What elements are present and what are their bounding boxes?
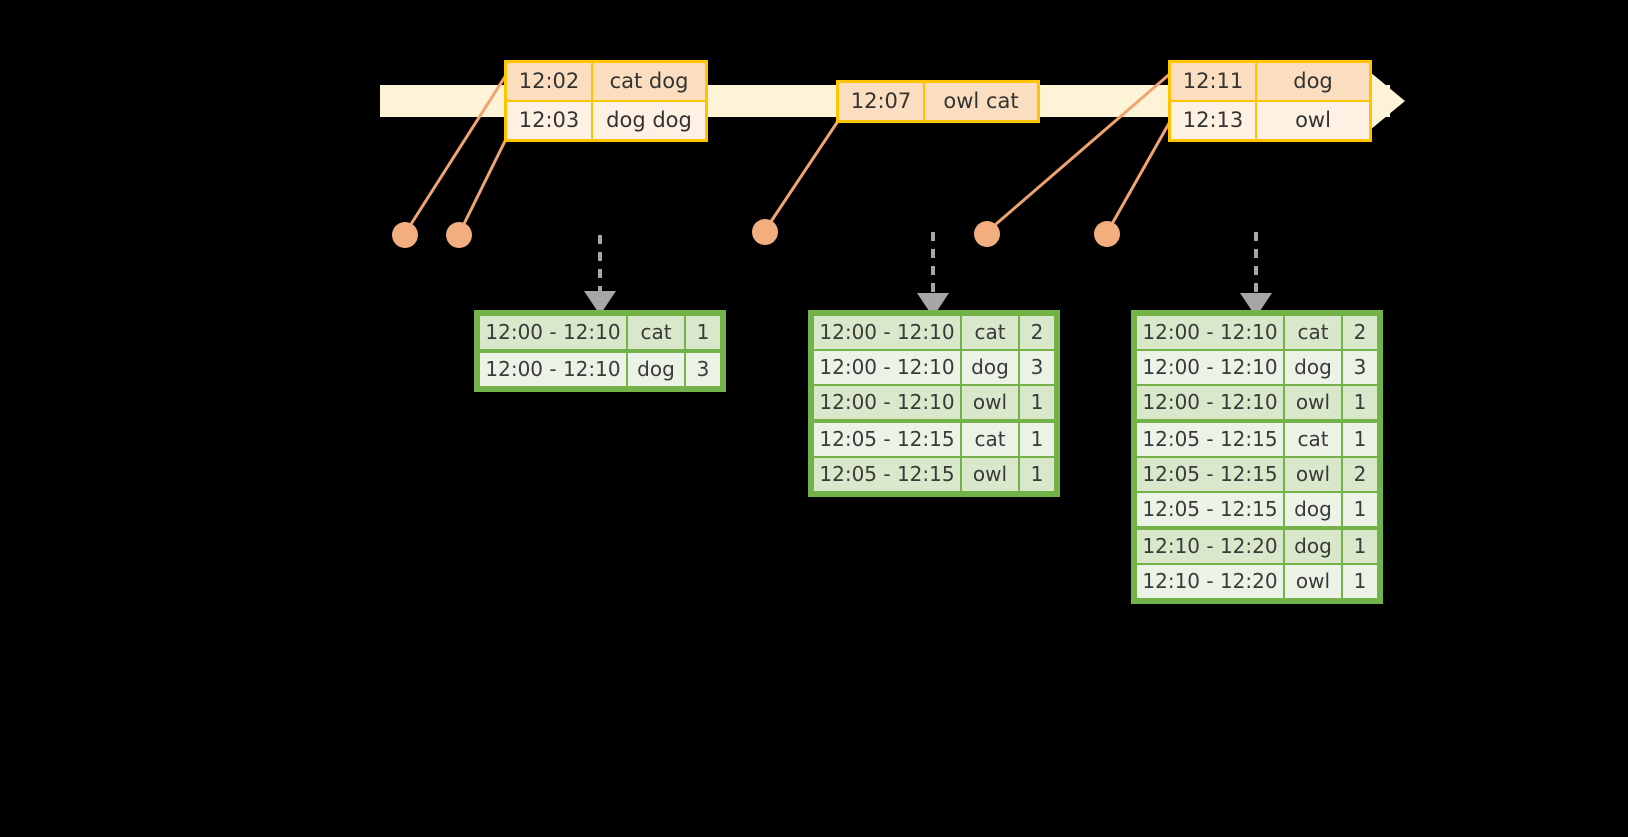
event-group-2: 12:07 owl cat [836,80,1040,123]
window-cell: 12:10 - 12:20 [1137,530,1283,563]
event-time: 12:02 [504,60,593,102]
count-cell: 1 [1343,493,1377,528]
result-table-2: 12:00 - 12:10 cat 2 12:00 - 12:10 dog 3 … [808,310,1060,497]
result-table-1: 12:00 - 12:10 cat 1 12:00 - 12:10 dog 3 [474,310,726,392]
event-words: cat dog [591,60,708,102]
window-cell: 12:05 - 12:15 [1137,458,1283,491]
count-cell: 1 [1343,565,1377,598]
word-cell: dog [1285,493,1341,528]
count-cell: 3 [1343,351,1377,384]
table-row: 12:05 - 12:15 cat 1 [1137,423,1377,456]
event-words: owl [1255,100,1372,142]
table-row: 12:00 - 12:10 owl 1 [1137,386,1377,421]
window-cell: 12:00 - 12:10 [1137,386,1283,421]
dot-1213 [1094,221,1120,247]
window-cell: 12:05 - 12:15 [1137,493,1283,528]
down-arrows [584,232,1272,317]
event-row: 12:07 owl cat [836,80,1040,123]
table-row: 12:00 - 12:10 dog 3 [480,353,720,386]
event-time: 12:07 [836,80,925,123]
window-cell: 12:00 - 12:10 [480,353,626,386]
event-dots [392,219,1120,248]
window-cell: 12:00 - 12:10 [480,316,626,351]
count-cell: 1 [1020,386,1054,421]
event-group-1: 12:02 cat dog 12:03 dog dog [504,60,708,142]
word-cell: cat [1285,423,1341,456]
table-row: 12:10 - 12:20 owl 1 [1137,565,1377,598]
table-row: 12:00 - 12:10 cat 2 [1137,316,1377,349]
event-words: dog dog [591,100,708,142]
table-row: 12:05 - 12:15 owl 2 [1137,458,1377,491]
dot-1211 [974,221,1000,247]
window-cell: 12:00 - 12:10 [1137,316,1283,349]
window-cell: 12:00 - 12:10 [814,316,960,349]
count-cell: 1 [1343,423,1377,456]
window-cell: 12:00 - 12:10 [814,386,960,421]
result-table-3: 12:00 - 12:10 cat 2 12:00 - 12:10 dog 3 … [1131,310,1383,604]
event-group-3: 12:11 dog 12:13 owl [1168,60,1372,142]
table-row: 12:10 - 12:20 dog 1 [1137,530,1377,563]
table-row: 12:05 - 12:15 cat 1 [814,423,1054,456]
window-cell: 12:05 - 12:15 [814,458,960,491]
word-cell: dog [1285,351,1341,384]
event-time: 12:03 [504,100,593,142]
word-cell: cat [628,316,684,351]
word-cell: cat [962,423,1018,456]
window-cell: 12:00 - 12:10 [1137,351,1283,384]
event-words: owl cat [923,80,1040,123]
table-row: 12:05 - 12:15 owl 1 [814,458,1054,491]
event-row: 12:03 dog dog [504,100,708,142]
dot-1203-b [446,222,472,248]
count-cell: 2 [1343,316,1377,349]
count-cell: 1 [1343,530,1377,563]
word-cell: owl [962,458,1018,491]
count-cell: 1 [1343,386,1377,421]
word-cell: dog [962,351,1018,384]
count-cell: 3 [1020,351,1054,384]
count-cell: 1 [1020,423,1054,456]
table-row: 12:05 - 12:15 dog 1 [1137,493,1377,528]
word-cell: dog [1285,530,1341,563]
count-cell: 1 [686,316,720,351]
event-row: 12:02 cat dog [504,60,708,102]
event-words: dog [1255,60,1372,102]
word-cell: owl [1285,458,1341,491]
event-time: 12:11 [1168,60,1257,102]
word-cell: dog [628,353,684,386]
dot-1202-a [392,222,418,248]
event-time: 12:13 [1168,100,1257,142]
count-cell: 2 [1020,316,1054,349]
table-row: 12:00 - 12:10 dog 3 [814,351,1054,384]
window-cell: 12:05 - 12:15 [814,423,960,456]
window-cell: 12:00 - 12:10 [814,351,960,384]
count-cell: 2 [1343,458,1377,491]
word-cell: owl [1285,386,1341,421]
word-cell: cat [1285,316,1341,349]
diagram-title: Sliding window word-count aggregation ov… [0,0,1,1]
count-cell: 3 [686,353,720,386]
count-cell: 1 [1020,458,1054,491]
window-cell: 12:10 - 12:20 [1137,565,1283,598]
table-row: 12:00 - 12:10 owl 1 [814,386,1054,421]
table-row: 12:00 - 12:10 cat 1 [480,316,720,351]
word-cell: cat [962,316,1018,349]
event-row: 12:11 dog [1168,60,1372,102]
word-cell: owl [962,386,1018,421]
event-row: 12:13 owl [1168,100,1372,142]
window-cell: 12:05 - 12:15 [1137,423,1283,456]
table-row: 12:00 - 12:10 dog 3 [1137,351,1377,384]
word-cell: owl [1285,565,1341,598]
dot-1207 [752,219,778,245]
table-row: 12:00 - 12:10 cat 2 [814,316,1054,349]
